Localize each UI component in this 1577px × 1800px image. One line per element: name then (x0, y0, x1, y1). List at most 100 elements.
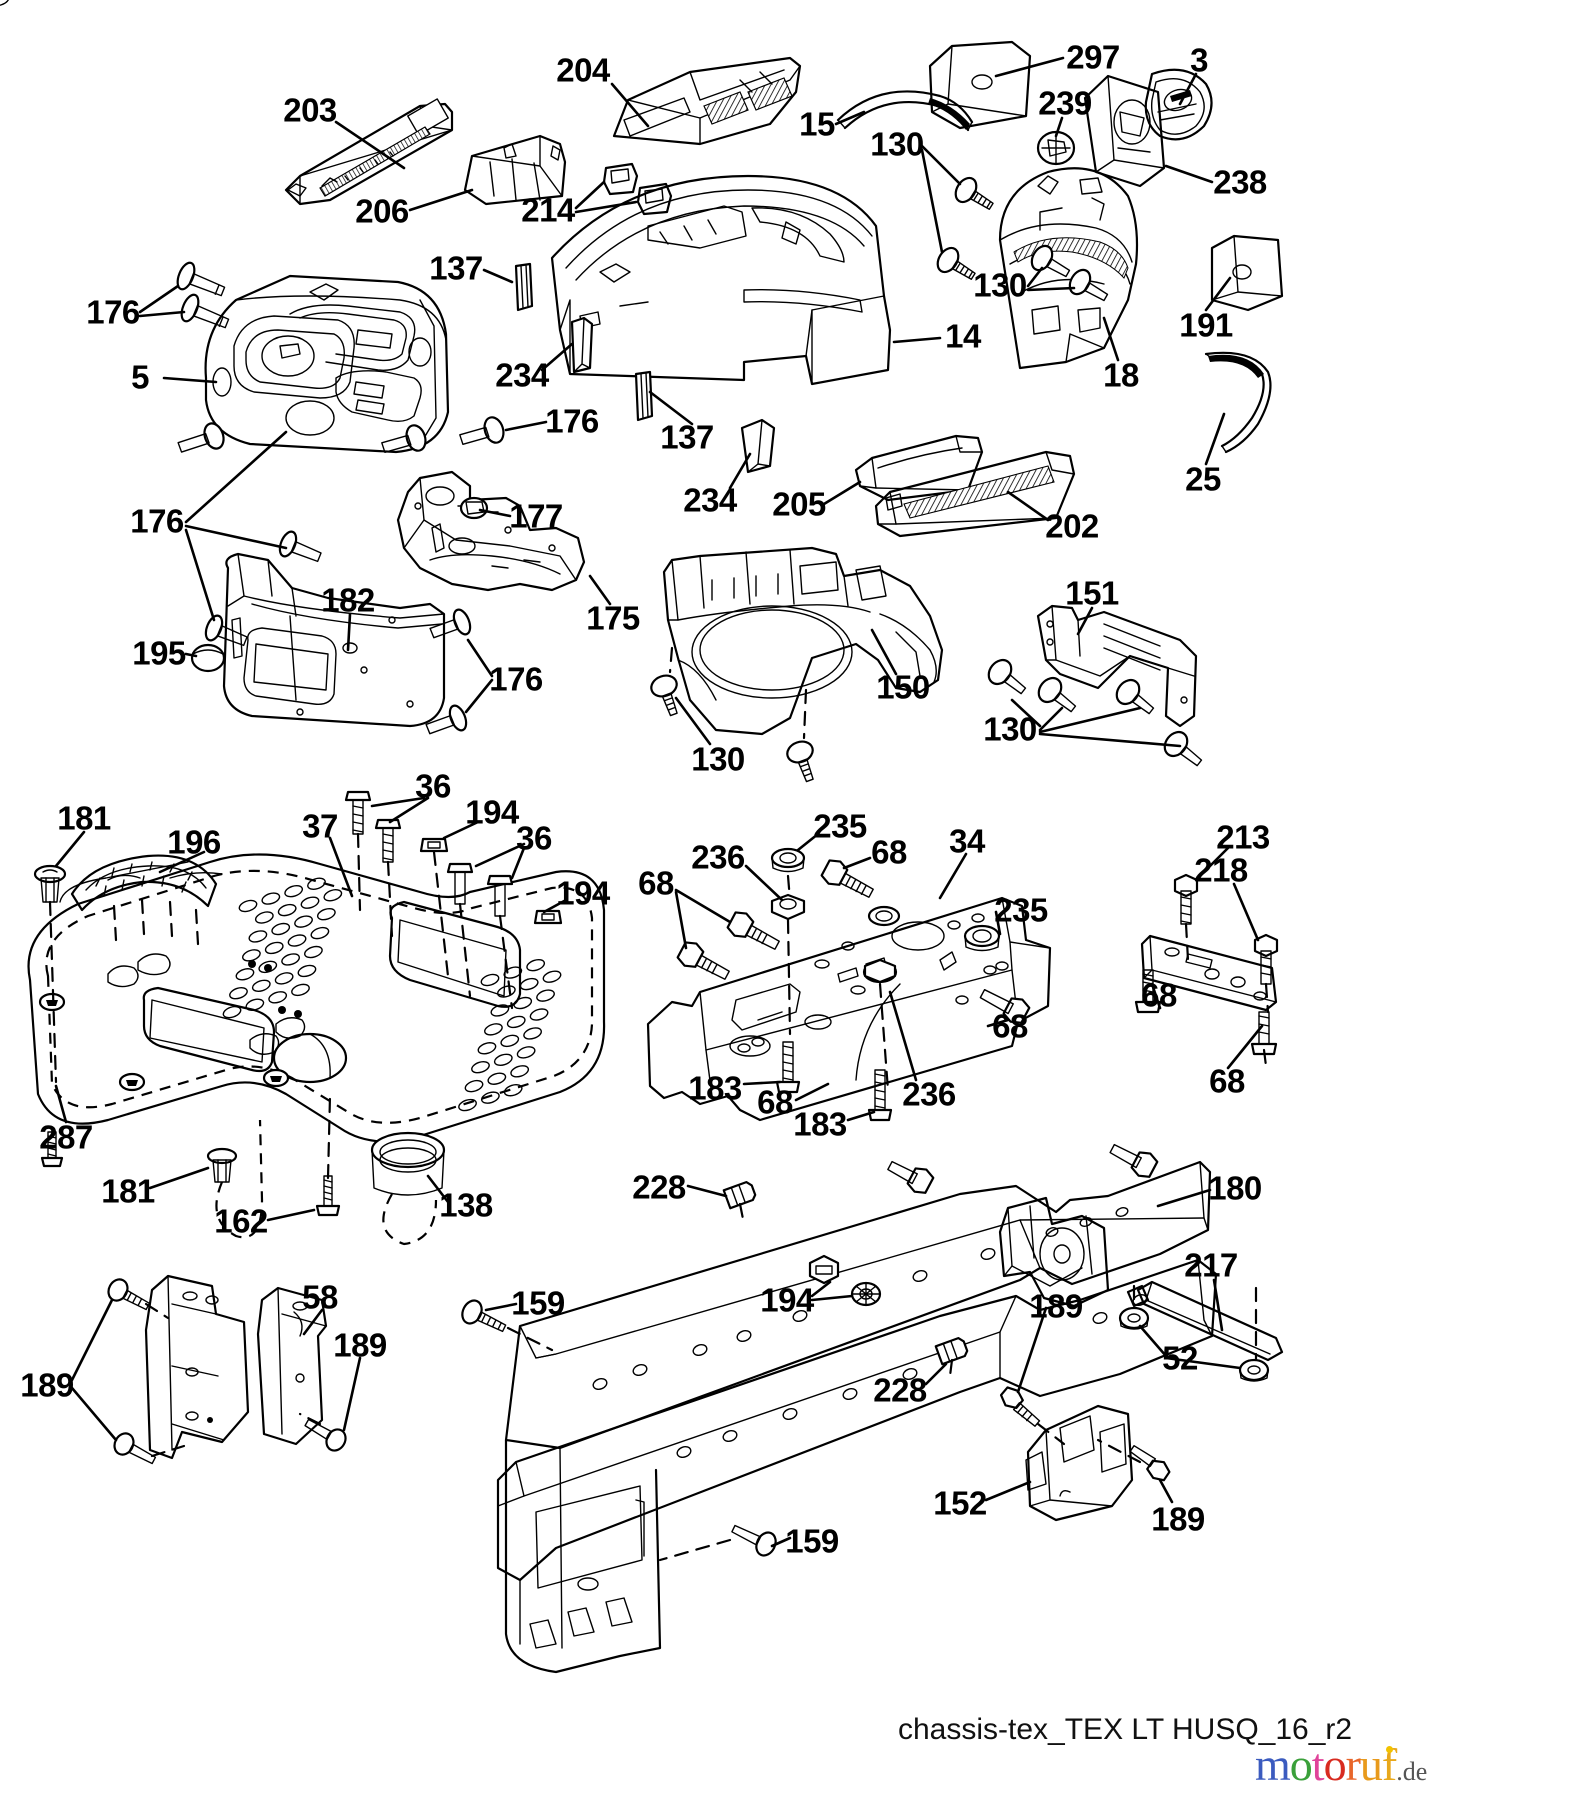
callout-137-a: 137 (429, 249, 483, 287)
callout-213: 213 (1216, 818, 1270, 856)
callout-191: 191 (1179, 306, 1233, 344)
callout-159-a: 159 (511, 1284, 565, 1322)
part-218-artwork (1134, 873, 1279, 1068)
part-214-artwork (602, 162, 673, 216)
callout-194-c: 194 (760, 1281, 814, 1319)
fasteners-181-287-162-138 (33, 864, 446, 1246)
callout-196: 196 (167, 823, 221, 861)
callout-3: 3 (1190, 41, 1208, 79)
callout-217: 217 (1184, 1246, 1238, 1284)
part-176-bolts (176, 261, 505, 735)
callout-181-a: 181 (57, 799, 111, 837)
callout-194-a: 194 (465, 793, 519, 831)
callout-182: 182 (321, 581, 375, 619)
callout-151: 151 (1065, 574, 1119, 612)
part-195-artwork (190, 643, 226, 673)
part-205-artwork (854, 434, 984, 502)
part-150-artwork (662, 546, 944, 736)
callout-150: 150 (876, 668, 930, 706)
callout-68-b: 68 (638, 864, 674, 902)
callout-189-c: 189 (20, 1366, 74, 1404)
callout-180: 180 (1208, 1169, 1262, 1207)
fasteners-34-group (676, 847, 1159, 1194)
part-130-screws (936, 176, 1109, 302)
watermark-motoruf: motoruf.de (1255, 1739, 1428, 1790)
callout-194-b: 194 (556, 874, 610, 912)
part-234-clips (570, 316, 776, 474)
callout-36-b: 36 (516, 819, 552, 857)
callout-238: 238 (1213, 163, 1267, 201)
callout-52: 52 (1162, 1339, 1198, 1377)
callout-137-b: 137 (660, 418, 714, 456)
callout-36-a: 36 (415, 767, 451, 805)
part-180-artwork (461, 1160, 1218, 1674)
callout-228-a: 228 (632, 1168, 686, 1206)
callout-14: 14 (945, 317, 981, 355)
callout-183-a: 183 (688, 1069, 742, 1107)
callout-175: 175 (586, 599, 640, 637)
part-130-screws-2 (650, 646, 814, 783)
callout-177: 177 (509, 497, 563, 535)
callout-189-a: 189 (1029, 1287, 1083, 1325)
callout-183-b: 183 (793, 1105, 847, 1143)
callout-5: 5 (131, 358, 149, 396)
part-204-artwork (612, 56, 802, 146)
diagram-caption: chassis-tex_TEX LT HUSQ_16_r2 (898, 1713, 1353, 1746)
callout-205: 205 (772, 485, 826, 523)
leader-lines (54, 56, 1264, 1548)
callout-236-a: 236 (691, 838, 745, 876)
callout-162: 162 (214, 1202, 268, 1240)
part-297-artwork (928, 40, 1032, 130)
part-206-artwork (463, 134, 567, 206)
part-182-artwork (222, 552, 446, 728)
callout-37: 37 (302, 807, 338, 845)
callout-235-b: 235 (994, 891, 1048, 929)
callout-176-d: 176 (489, 660, 543, 698)
callout-68-a: 68 (871, 833, 907, 871)
callout-239: 239 (1038, 84, 1092, 122)
callout-68-e: 68 (1209, 1062, 1245, 1100)
callout-58: 58 (302, 1278, 338, 1316)
callout-68-d: 68 (992, 1007, 1028, 1045)
callout-130-c: 130 (983, 710, 1037, 748)
callout-25: 25 (1185, 460, 1221, 498)
callout-189-d: 189 (1151, 1500, 1205, 1538)
callout-218: 218 (1194, 851, 1248, 889)
callout-204: 204 (556, 51, 610, 89)
callout-228-b: 228 (873, 1371, 927, 1409)
fasteners-36-194 (344, 790, 563, 1010)
callout-18: 18 (1103, 356, 1139, 394)
callout-138: 138 (439, 1186, 493, 1224)
callout-68-c: 68 (1141, 976, 1177, 1014)
part-217-artwork (1118, 1280, 1284, 1382)
callout-159-b: 159 (785, 1522, 839, 1560)
watermark-dot-icon (1386, 1746, 1394, 1753)
part-203-artwork (284, 98, 454, 206)
part-202-artwork (874, 450, 1076, 538)
callout-206: 206 (355, 192, 409, 230)
callout-287: 287 (39, 1118, 93, 1156)
callout-234-b: 234 (683, 481, 737, 519)
part-151-artwork (987, 604, 1203, 767)
part-25-artwork (1204, 351, 1272, 454)
callout-130-a: 130 (870, 125, 924, 163)
callout-203: 203 (283, 91, 337, 129)
callout-176-c: 176 (130, 502, 184, 540)
callout-130-b: 130 (973, 266, 1027, 304)
part-37-artwork (0, 0, 606, 1143)
callout-34: 34 (949, 822, 985, 860)
part-58-artwork (107, 1274, 347, 1465)
callout-297: 297 (1066, 38, 1120, 76)
callout-189-b: 189 (333, 1326, 387, 1364)
part-239-artwork (1036, 130, 1076, 166)
callout-236-b: 236 (902, 1075, 956, 1113)
watermark-tld: .de (1396, 1757, 1428, 1786)
part-137-rods (514, 262, 654, 422)
callout-234-a: 234 (495, 356, 549, 394)
callout-235-a: 235 (813, 807, 867, 845)
callout-176-b: 176 (545, 402, 599, 440)
callout-130-d: 130 (691, 740, 745, 778)
callout-152: 152 (933, 1484, 987, 1522)
